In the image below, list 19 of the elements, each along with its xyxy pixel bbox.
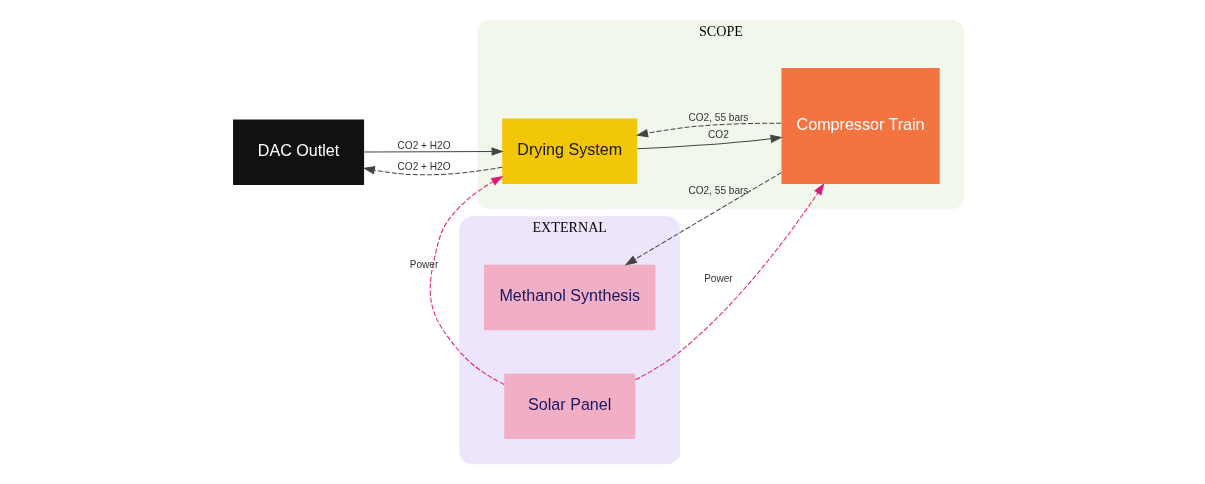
node-box: Solar Panel bbox=[504, 373, 636, 440]
arrow bbox=[636, 134, 783, 150]
arrow bbox=[429, 176, 505, 385]
edge-label: CO2, 55 bars bbox=[688, 112, 749, 124]
node-box: Methanol Synthesis bbox=[484, 264, 656, 331]
node-box: DAC Outlet bbox=[233, 119, 365, 186]
arrow bbox=[624, 172, 782, 266]
edge-label: CO2 + H2O bbox=[397, 161, 451, 173]
arrow bbox=[634, 183, 825, 381]
node-box: Compressor Train bbox=[781, 68, 940, 185]
edge-label: Power bbox=[704, 273, 733, 285]
edge-label: CO2 + H2O bbox=[397, 140, 451, 152]
node-box: Drying System bbox=[502, 118, 638, 185]
arrow bbox=[635, 122, 782, 138]
edge-label: CO2, 55 bars bbox=[688, 184, 749, 196]
arrow bbox=[362, 166, 503, 176]
arrow bbox=[363, 147, 504, 156]
edge-label: CO2 bbox=[708, 129, 729, 141]
edge-label: Power bbox=[409, 258, 439, 270]
